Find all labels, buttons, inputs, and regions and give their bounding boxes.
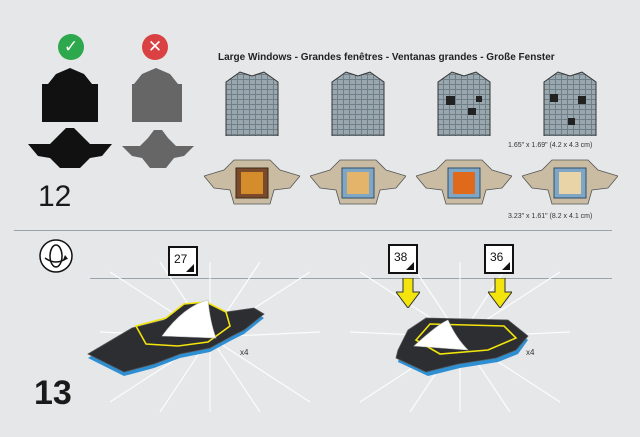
- step-number-12: 12: [38, 180, 72, 213]
- tile-illustration-right: [395, 317, 529, 376]
- tile-tag-36: 36: [484, 244, 514, 274]
- upper-window-row: [220, 70, 600, 140]
- dimension-lower: 3.23" x 1.61" (8.2 x 4.1 cm): [508, 213, 593, 220]
- rotate-icon: [39, 239, 73, 273]
- window-frame-panel: [522, 159, 618, 205]
- divider-bottom: [90, 278, 612, 279]
- window-frame-panel: [416, 159, 512, 205]
- window-panel: [543, 71, 597, 136]
- incorrect-silhouettes: [122, 68, 194, 168]
- check-icon: ✓: [58, 34, 84, 60]
- window-panel: [437, 71, 491, 136]
- window-frame-panel: [204, 159, 300, 205]
- tile-tag-number: 38: [394, 250, 408, 264]
- lower-window-row: [204, 156, 618, 208]
- window-panel: [225, 71, 279, 136]
- tile-tag-number: 27: [174, 252, 188, 266]
- down-arrow-icon: [396, 278, 420, 308]
- tile-tag-38: 38: [388, 244, 418, 274]
- quantity-left: x4: [240, 348, 249, 357]
- tile-illustration-left: [87, 299, 265, 376]
- divider-top: [14, 230, 612, 231]
- window-frame-panel: [310, 159, 406, 205]
- quantity-right: x4: [526, 348, 535, 357]
- correct-silhouettes: [28, 68, 112, 168]
- section-heading: Large Windows - Grandes fenêtres - Venta…: [218, 52, 555, 63]
- window-panel: [331, 71, 385, 136]
- step-number-13: 13: [34, 374, 72, 412]
- down-arrow-icon: [488, 278, 512, 308]
- cross-icon: ✕: [142, 34, 168, 60]
- tile-tag-27: 27: [168, 246, 198, 276]
- tile-tag-number: 36: [490, 250, 504, 264]
- dimension-upper: 1.65" x 1.69" (4.2 x 4.3 cm): [508, 142, 593, 149]
